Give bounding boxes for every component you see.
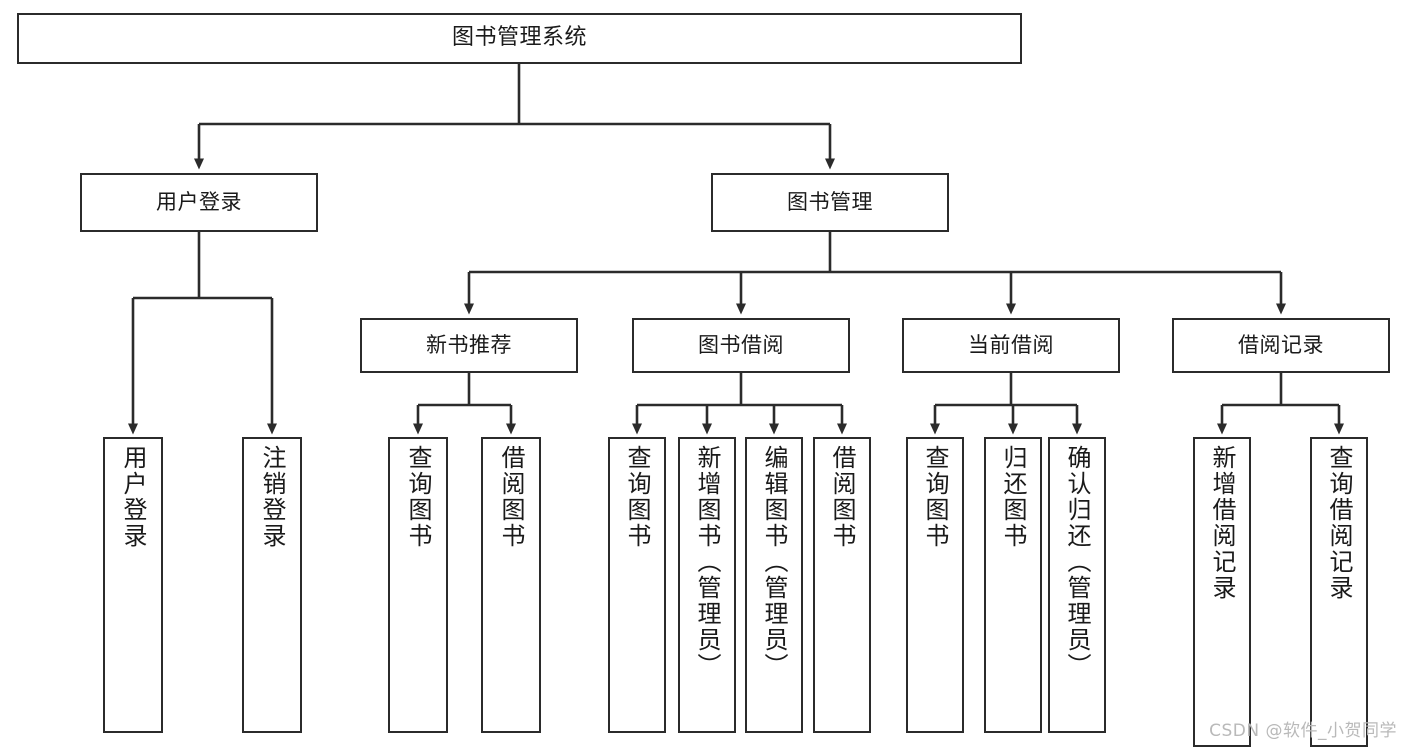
- node-leaf-borrow-book-1[interactable]: 借阅图书: [481, 437, 541, 733]
- node-leaf-confirm-return-label: 确认归还（管理员）: [1063, 445, 1091, 679]
- node-leaf-user-login-label: 用户登录: [119, 445, 147, 549]
- node-leaf-borrow-book-1-label: 借阅图书: [497, 445, 525, 549]
- node-leaf-add-record-label: 新增借阅记录: [1208, 445, 1236, 601]
- node-leaf-edit-book-label: 编辑图书（管理员）: [760, 445, 788, 679]
- node-leaf-return-book[interactable]: 归还图书: [984, 437, 1042, 733]
- node-leaf-borrow-book-2-label: 借阅图书: [828, 445, 856, 549]
- node-leaf-user-login[interactable]: 用户登录: [103, 437, 163, 733]
- node-leaf-add-book[interactable]: 新增图书（管理员）: [678, 437, 736, 733]
- node-leaf-query-book-2[interactable]: 查询图书: [608, 437, 666, 733]
- node-current-borrow[interactable]: 当前借阅: [902, 318, 1120, 373]
- node-leaf-add-record[interactable]: 新增借阅记录: [1193, 437, 1251, 747]
- node-user-login[interactable]: 用户登录: [80, 173, 318, 232]
- node-leaf-logout[interactable]: 注销登录: [242, 437, 302, 733]
- node-book-manage-label: 图书管理: [787, 189, 873, 214]
- node-leaf-confirm-return[interactable]: 确认归还（管理员）: [1048, 437, 1106, 733]
- node-leaf-query-record-label: 查询借阅记录: [1325, 445, 1353, 601]
- node-leaf-query-book-3-label: 查询图书: [921, 445, 949, 549]
- node-new-book-recommend-label: 新书推荐: [426, 332, 512, 357]
- node-leaf-query-book-1[interactable]: 查询图书: [388, 437, 448, 733]
- node-leaf-borrow-book-2[interactable]: 借阅图书: [813, 437, 871, 733]
- node-root[interactable]: 图书管理系统: [17, 13, 1022, 64]
- node-leaf-query-book-1-label: 查询图书: [404, 445, 432, 549]
- node-leaf-edit-book[interactable]: 编辑图书（管理员）: [745, 437, 803, 733]
- node-book-borrow[interactable]: 图书借阅: [632, 318, 850, 373]
- node-borrow-record[interactable]: 借阅记录: [1172, 318, 1390, 373]
- node-leaf-query-record[interactable]: 查询借阅记录: [1310, 437, 1368, 747]
- node-leaf-logout-label: 注销登录: [258, 445, 286, 549]
- node-leaf-query-book-2-label: 查询图书: [623, 445, 651, 549]
- node-root-label: 图书管理系统: [451, 25, 587, 51]
- node-current-borrow-label: 当前借阅: [968, 332, 1054, 357]
- node-leaf-return-book-label: 归还图书: [999, 445, 1027, 549]
- node-user-login-label: 用户登录: [156, 189, 242, 214]
- node-leaf-add-book-label: 新增图书（管理员）: [693, 445, 721, 679]
- node-new-book-recommend[interactable]: 新书推荐: [360, 318, 578, 373]
- node-book-borrow-label: 图书借阅: [698, 332, 784, 357]
- node-book-manage[interactable]: 图书管理: [711, 173, 949, 232]
- node-leaf-query-book-3[interactable]: 查询图书: [906, 437, 964, 733]
- node-borrow-record-label: 借阅记录: [1238, 332, 1324, 357]
- watermark: CSDN @软件_小贺同学: [1209, 721, 1397, 741]
